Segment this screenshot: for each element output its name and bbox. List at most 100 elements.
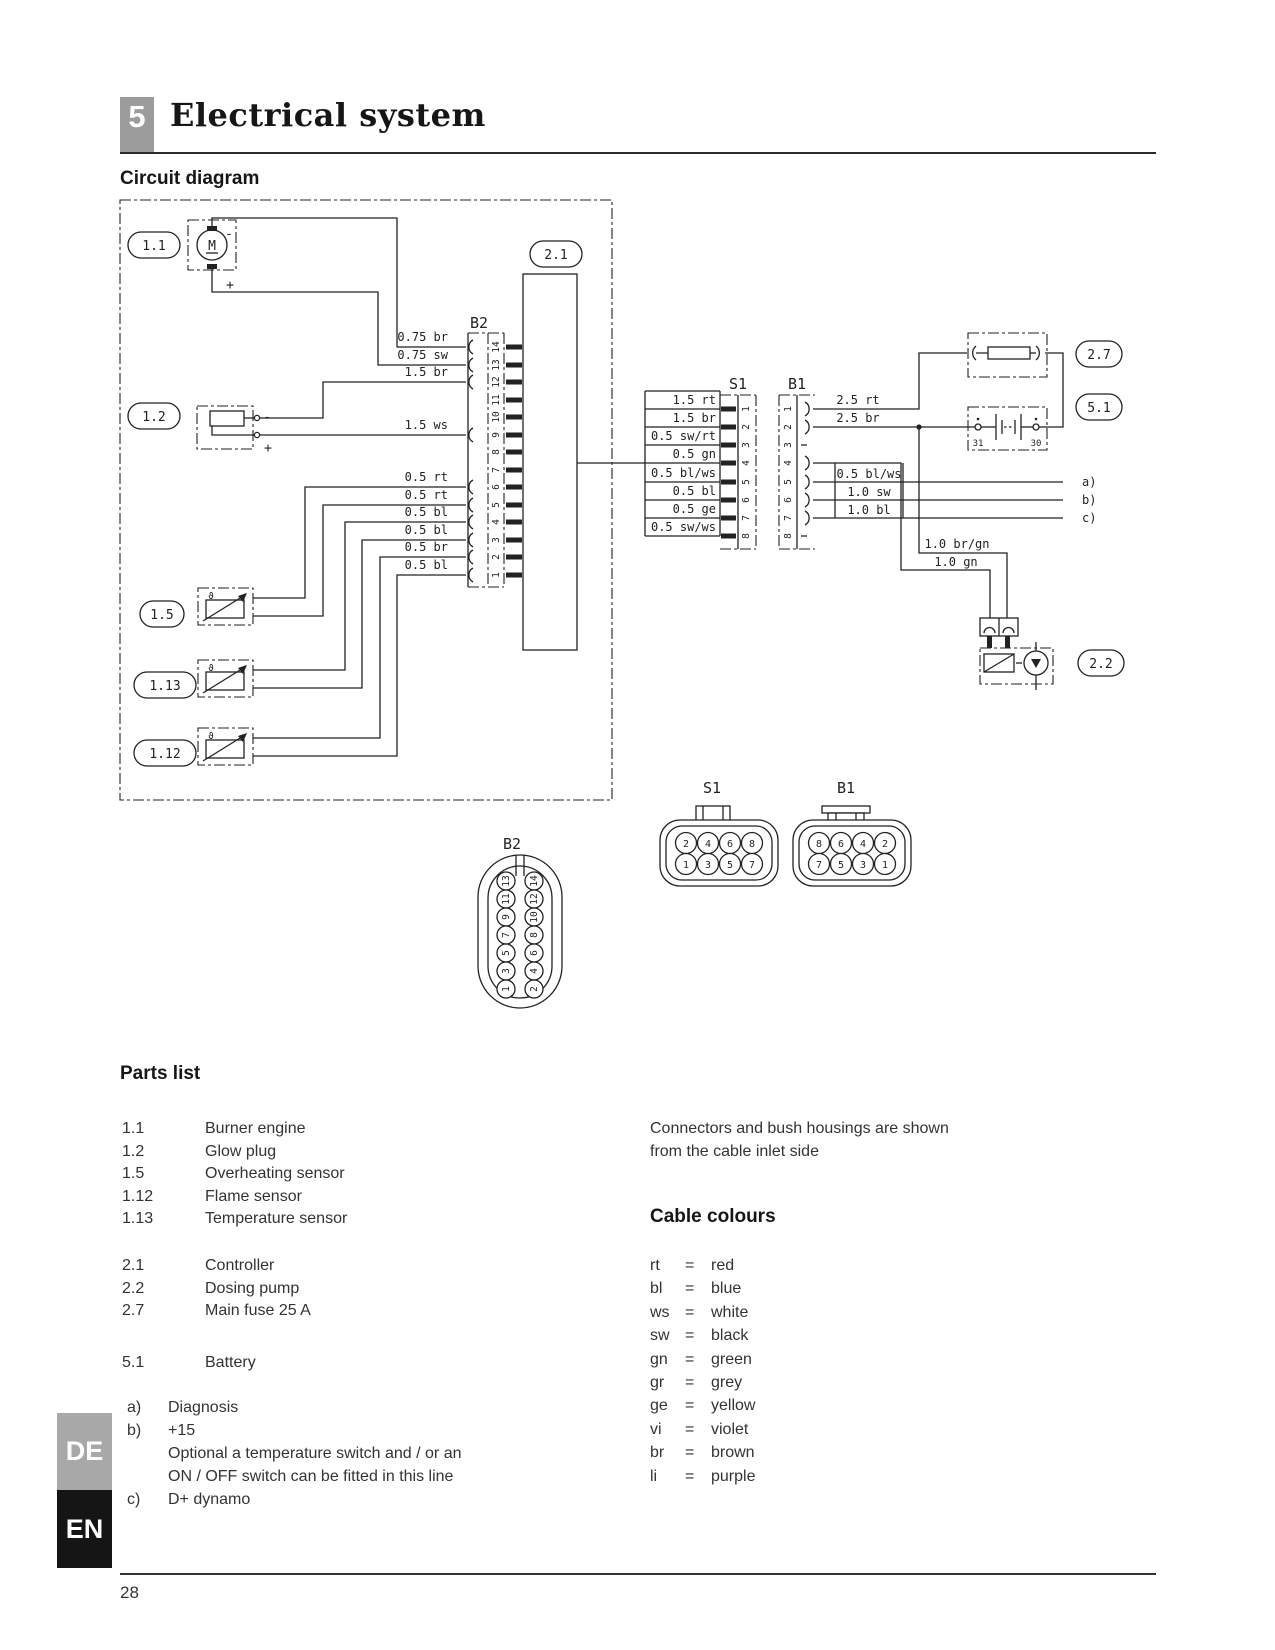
- tab-de: DE: [57, 1413, 112, 1490]
- s1-view-pins: 2 4 6 8 1 3 5 7: [674, 831, 764, 876]
- note-ref: c): [127, 1491, 141, 1508]
- svg-text:4: 4: [529, 968, 540, 974]
- footer-rule: [120, 1573, 1156, 1575]
- cable-colours-table: rt=red bl=blue ws=white sw=black gn=gree…: [650, 1254, 755, 1488]
- part-ref: 1.1: [122, 1120, 145, 1137]
- svg-text:7: 7: [741, 515, 752, 521]
- svg-text:2: 2: [882, 839, 888, 850]
- b1-connector-strip: B1 1 2 3 4 5 6 7 8: [778, 375, 815, 550]
- wire-label: 0.5 rt: [405, 488, 448, 502]
- b1-view-pins: 8 6 4 2 7 5 3 1: [807, 831, 897, 876]
- connector-note-line2: from the cable inlet side: [650, 1142, 819, 1160]
- svg-text:2: 2: [741, 424, 752, 430]
- equals-sign: =: [685, 1350, 695, 1368]
- wire-label: 1.5 ws: [405, 418, 448, 432]
- wire-label: 1.5 br: [673, 411, 716, 425]
- svg-text:5: 5: [727, 860, 733, 871]
- svg-text:7: 7: [491, 467, 502, 473]
- part-desc: Controller: [205, 1257, 275, 1274]
- svg-text:10: 10: [529, 911, 540, 923]
- svg-text:3: 3: [491, 537, 502, 543]
- svg-text:6: 6: [741, 497, 752, 503]
- note-row: c)D+ dynamo: [127, 1488, 462, 1511]
- main-fuse-symbol: 2.7: [967, 332, 1123, 428]
- colour-name: brown: [711, 1444, 755, 1462]
- svg-text:4: 4: [741, 460, 752, 466]
- colour-code: li: [650, 1467, 658, 1485]
- connector-note-line1: Connectors and bush housings are shown: [650, 1120, 949, 1137]
- part-desc: Temperature sensor: [205, 1210, 348, 1227]
- svg-text:4: 4: [705, 839, 711, 850]
- burner-motor-symbol: 1.1 M - +: [127, 219, 237, 293]
- battery-terminal-31: 31: [973, 439, 984, 449]
- b1-connector-view: B1 8 6 4 2 7 5 3 1: [792, 779, 912, 887]
- theta-symbol: ϑ: [208, 592, 213, 602]
- svg-text:13: 13: [501, 875, 512, 886]
- chapter-number-box: 5: [120, 97, 154, 152]
- colour-row: rt=red: [650, 1254, 755, 1277]
- note-text: Diagnosis: [168, 1399, 239, 1416]
- parts-notes: a)Diagnosis b)+15 Optional a temperature…: [127, 1396, 462, 1511]
- colour-name: red: [711, 1257, 735, 1274]
- b1-wires: 2.5 rt 2.5 br 0.5 bl/ws 1.0 sw 1.0 bl 1.…: [813, 352, 1096, 618]
- colour-row: vi=violet: [650, 1418, 755, 1441]
- glow-plug-ref: 1.2: [142, 410, 165, 425]
- svg-text:12: 12: [491, 376, 502, 387]
- svg-text:9: 9: [501, 914, 512, 920]
- part-desc: Burner engine: [205, 1120, 306, 1137]
- svg-text:3: 3: [741, 442, 752, 448]
- overheating-sensor-symbol: 1.5 ϑ: [139, 587, 254, 628]
- colour-code: gr: [650, 1374, 665, 1392]
- colour-row: gr=grey: [650, 1371, 755, 1394]
- note-row: ON / OFF switch can be fitted in this li…: [127, 1465, 462, 1488]
- battery-ref: 5.1: [1087, 401, 1110, 416]
- page-number: 28: [120, 1583, 139, 1602]
- part-ref: 1.13: [122, 1210, 154, 1227]
- svg-text:4: 4: [860, 839, 866, 850]
- b2-connector-strip: B2 14 13 12 11 10 9 8 7 6 5 4 3 2 1: [467, 314, 522, 588]
- note-text: Optional a temperature switch and / or a…: [168, 1445, 462, 1462]
- part-desc: Overheating sensor: [205, 1165, 345, 1182]
- note-row: Optional a temperature switch and / or a…: [127, 1442, 462, 1465]
- parts-row: 1.13 Temperature sensor: [122, 1208, 347, 1231]
- endpoint-c: c): [1082, 511, 1096, 525]
- part-ref: 5.1: [122, 1354, 145, 1371]
- s1-connector-view: S1 2 4 6 8 1 3 5 7: [659, 779, 779, 887]
- svg-text:7: 7: [816, 860, 822, 871]
- connector-note: Connectors and bush housings are shown f…: [650, 1118, 949, 1163]
- tab-en: EN: [57, 1490, 112, 1568]
- equals-sign: =: [685, 1467, 695, 1485]
- svg-text:1: 1: [783, 406, 794, 412]
- colour-row: ge=yellow: [650, 1394, 755, 1417]
- svg-text:7: 7: [749, 860, 755, 871]
- b1-pin-numbers: 1 2 3 4 5 6 7 8: [783, 406, 794, 539]
- b1-strip-label: B1: [788, 375, 806, 393]
- colour-code: br: [650, 1444, 665, 1462]
- note-row: a)Diagnosis: [127, 1396, 462, 1419]
- wire-label: 0.5 gn: [673, 447, 716, 461]
- main-fuse-ref: 2.7: [1087, 348, 1110, 363]
- svg-text:3: 3: [860, 860, 866, 871]
- cable-colours-title: Cable colours: [650, 1206, 776, 1227]
- endpoint-b: b): [1082, 493, 1096, 507]
- svg-text:5: 5: [501, 950, 512, 956]
- colour-code: bl: [650, 1280, 663, 1298]
- b2-wires: 0.75 br 0.75 sw 1.5 br 1.5 ws 0.5 rt 0.5…: [211, 217, 466, 757]
- part-desc: Glow plug: [205, 1142, 277, 1160]
- wire-label: 0.5 sw/ws: [651, 520, 716, 534]
- svg-text:2: 2: [529, 986, 540, 992]
- svg-text:4: 4: [491, 519, 502, 525]
- s1-pin-numbers: 1 2 3 4 5 6 7 8: [741, 406, 752, 539]
- flame-sensor-ref: 1.12: [149, 747, 180, 762]
- glow-plug-symbol: 1.2 - +: [127, 402, 272, 456]
- svg-text:2: 2: [683, 839, 689, 850]
- equals-sign: =: [685, 1280, 695, 1298]
- svg-text:8: 8: [529, 932, 540, 938]
- parts-list-title: Parts list: [120, 1063, 201, 1084]
- colour-name: black: [711, 1327, 749, 1345]
- colour-code: ge: [650, 1397, 668, 1415]
- part-desc: Battery: [205, 1354, 256, 1371]
